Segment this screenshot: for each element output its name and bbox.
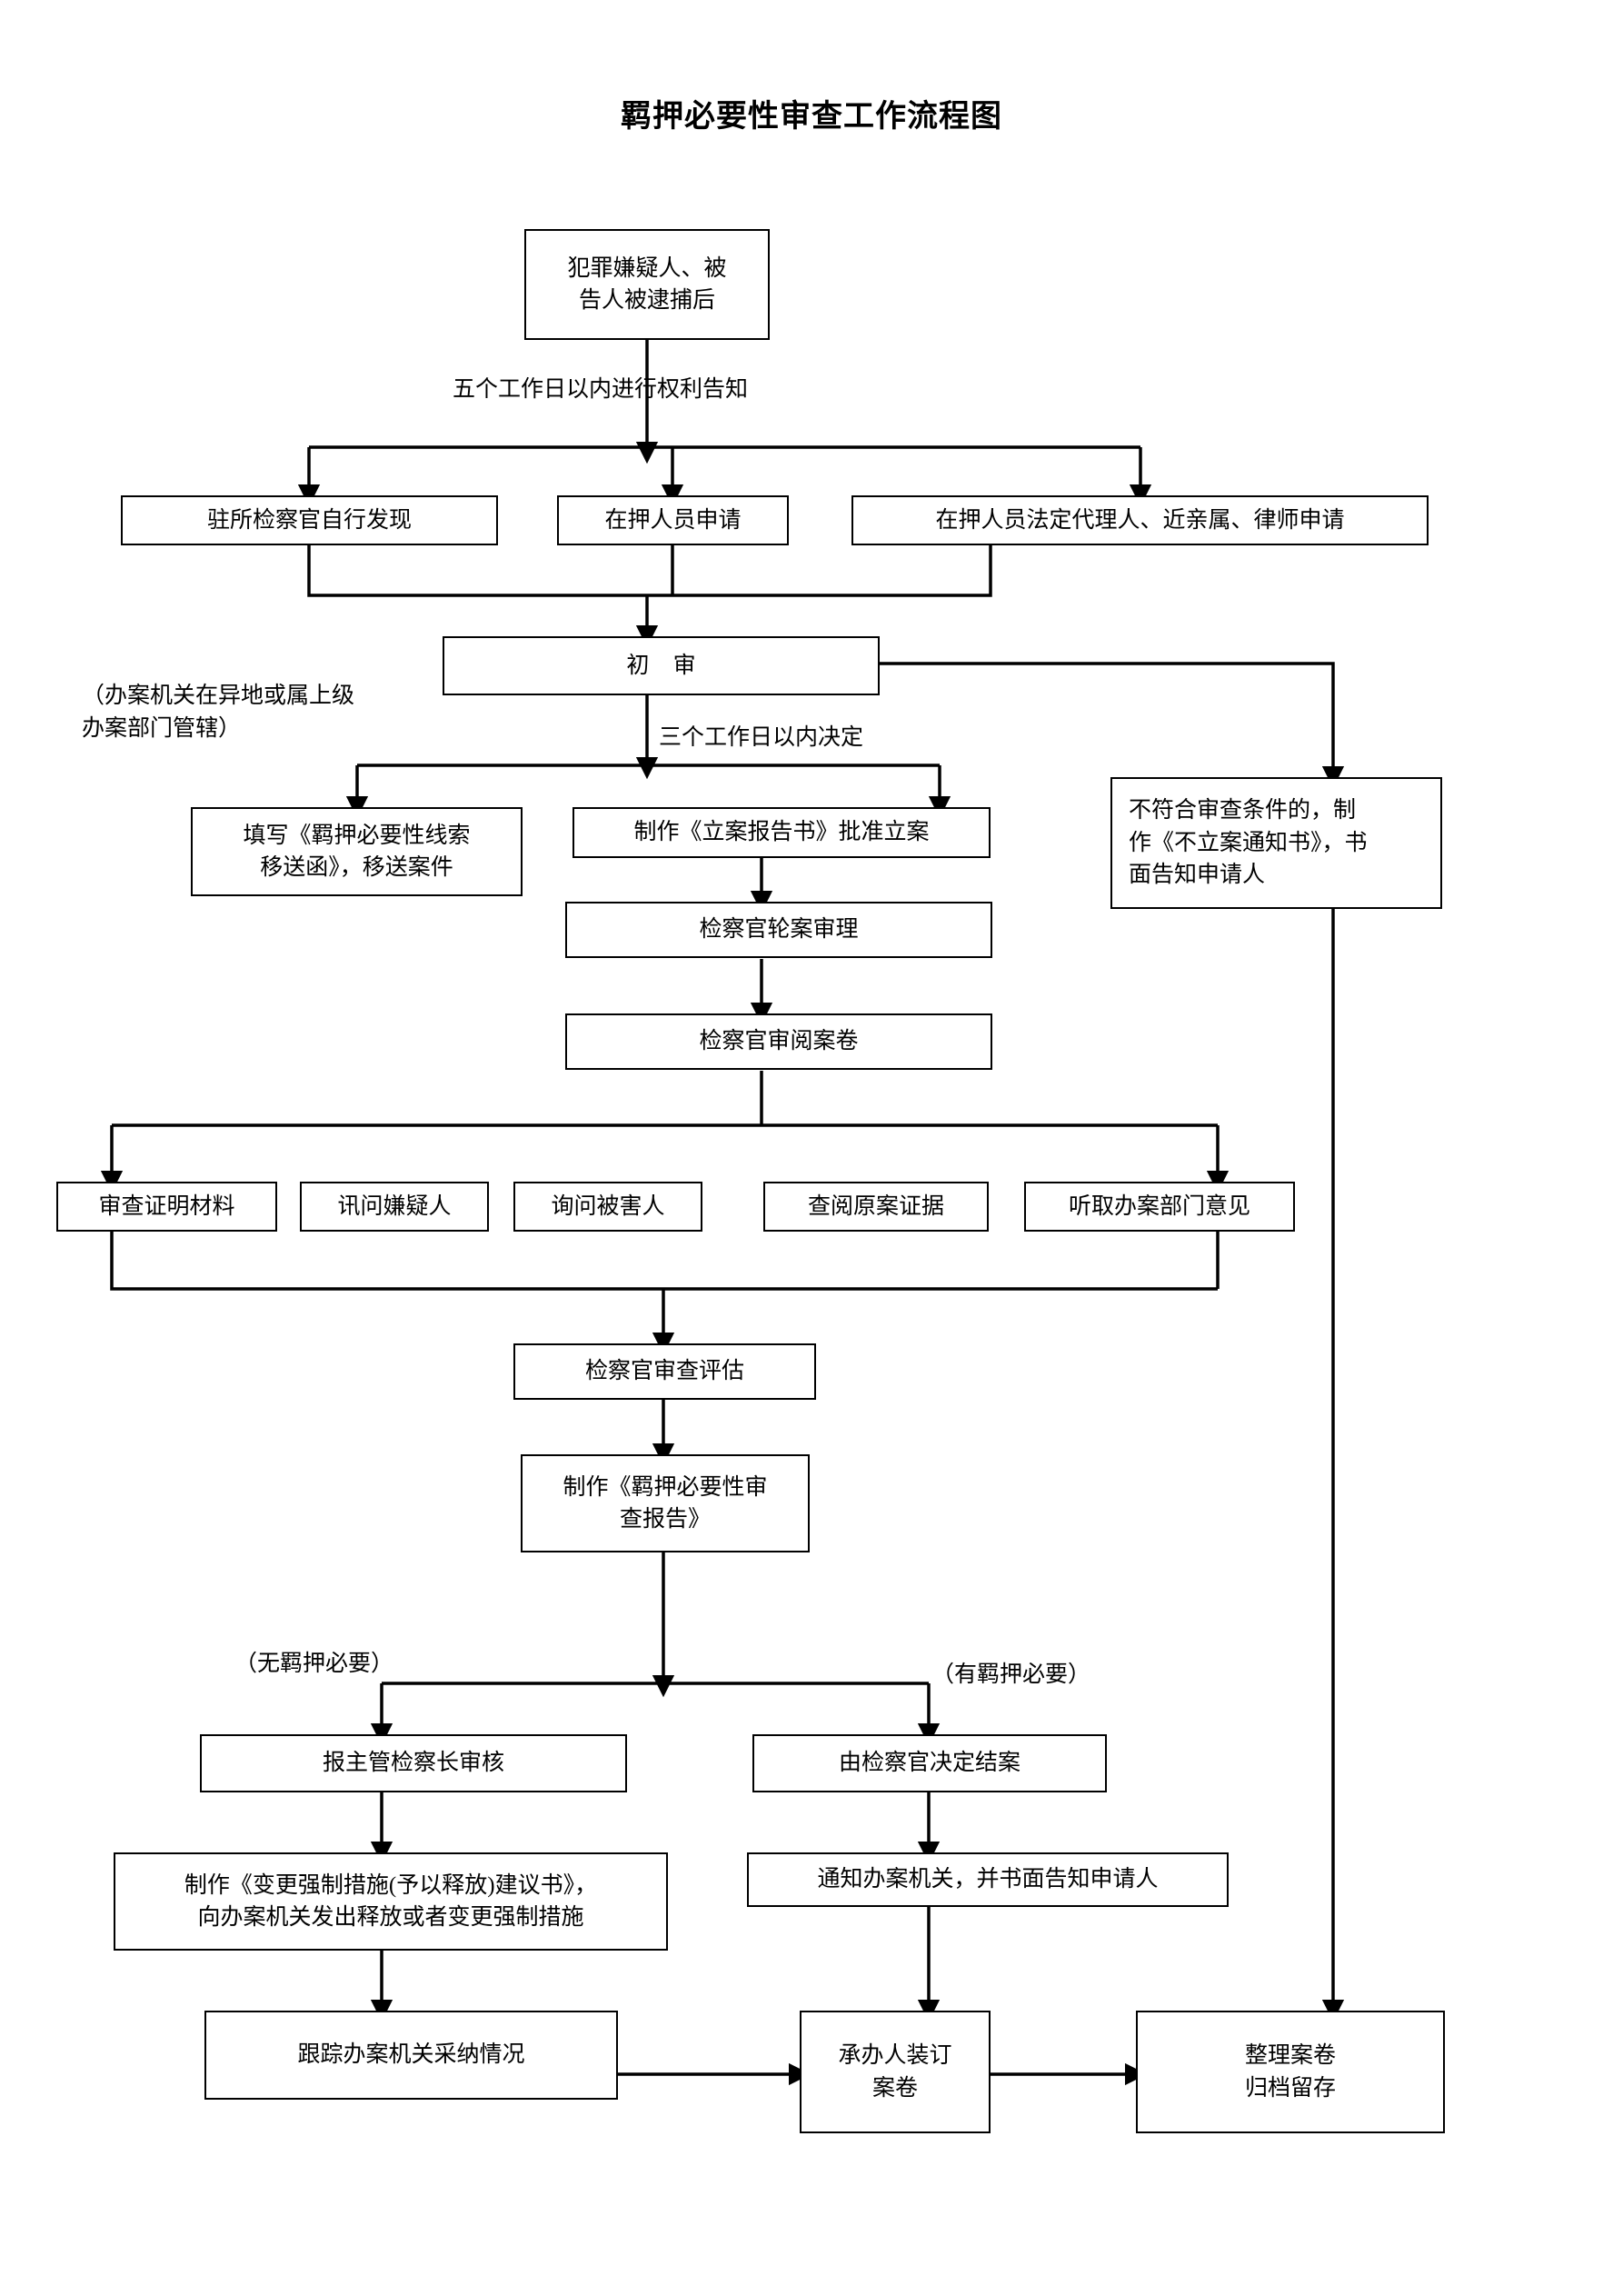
edge-review-to-no-case (880, 662, 1345, 789)
note-jurisdiction: （办案机关在异地或属上级 办案部门管辖） (82, 684, 355, 742)
edge-source-agent-to-review (647, 545, 992, 597)
node-prosecutor-assess[interactable]: 检察官审查评估 (513, 1343, 816, 1400)
node-suggestion-letter[interactable]: 制作《变更强制措施(予以释放)建议书》， 向办案机关发出释放或者变更强制措施 (114, 1852, 668, 1951)
node-source-self[interactable]: 驻所检察官自行发现 (121, 495, 498, 545)
node-read-file[interactable]: 检察官审阅案卷 (565, 1013, 992, 1070)
node-notify-authority[interactable]: 通知办案机关，并书面告知申请人 (747, 1852, 1229, 1907)
node-question-victim[interactable]: 询问被害人 (513, 1182, 702, 1232)
node-make-report[interactable]: 制作《羁押必要性审 查报告》 (521, 1454, 810, 1552)
node-prosecutor-close[interactable]: 由检察官决定结案 (752, 1734, 1107, 1792)
node-check-evidence-material[interactable]: 审查证明材料 (56, 1182, 277, 1232)
node-source-agent[interactable]: 在押人员法定代理人、近亲属、律师申请 (851, 495, 1429, 545)
node-interrogate-suspect[interactable]: 讯问嫌疑人 (300, 1182, 489, 1232)
edge-label-five-days: 五个工作日以内进行权利告知 (453, 377, 749, 402)
node-review-original-evidence[interactable]: 查阅原案证据 (763, 1182, 989, 1232)
node-bind-file[interactable]: 承办人装订 案卷 (800, 2011, 991, 2133)
node-approve-case[interactable]: 制作《立案报告书》批准立案 (573, 807, 991, 858)
edge-label-three-days: 三个工作日以内决定 (659, 725, 864, 750)
edge-label-no-detention-need: （无羁押必要） (234, 1652, 394, 1676)
page-title: 羁押必要性审查工作流程图 (621, 100, 1002, 134)
node-start[interactable]: 犯罪嫌疑人、被 告人被逮捕后 (524, 229, 770, 340)
edge-source-self-to-review (307, 545, 647, 597)
node-report-to-chief[interactable]: 报主管检察长审核 (200, 1734, 627, 1792)
node-hear-department-opinion[interactable]: 听取办案部门意见 (1024, 1182, 1295, 1232)
node-archive-file[interactable]: 整理案卷 归档留存 (1136, 2011, 1445, 2133)
edge-label-has-detention-need: （有羁押必要） (931, 1662, 1091, 1687)
node-follow-up[interactable]: 跟踪办案机关采纳情况 (204, 2011, 618, 2100)
node-first-review[interactable]: 初 审 (443, 636, 880, 695)
node-transfer-letter[interactable]: 填写《羁押必要性线索 移送函》，移送案件 (191, 807, 523, 896)
node-no-case-notice[interactable]: 不符合审查条件的，制 作《不立案通知书》，书 面告知申请人 (1110, 777, 1442, 909)
edge-merge-level3-left (110, 1232, 1218, 1291)
node-source-detainee[interactable]: 在押人员申请 (557, 495, 789, 545)
node-rotate-case[interactable]: 检察官轮案审理 (565, 902, 992, 958)
